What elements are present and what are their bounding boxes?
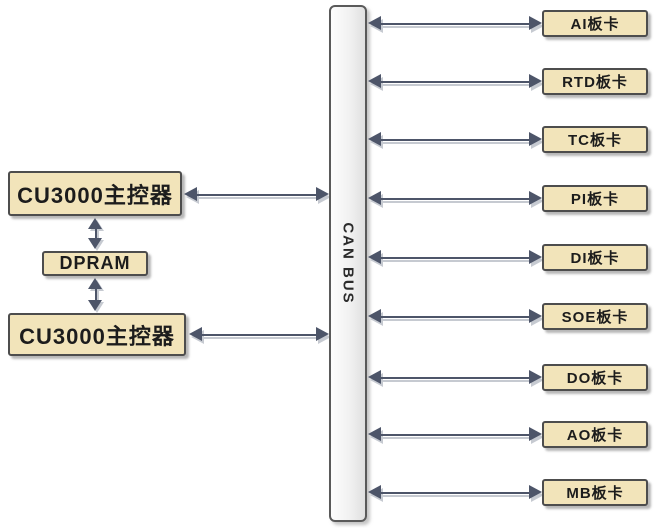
arrow-left-icon [368,191,381,205]
controller-box-bottom: CU3000主控器 [8,313,186,356]
card-label: AI板卡 [570,16,620,33]
card-box-mb: MB板卡 [542,479,648,506]
card-label: SOE板卡 [561,309,629,326]
arrow-right-icon [529,250,542,264]
card-box-pi: PI板卡 [542,185,648,212]
arrow-right-icon [529,16,542,30]
arrow-controller-bottom-bus [189,327,329,342]
controller-top-label: CU3000主控器 [17,182,173,208]
card-label: DI板卡 [570,250,620,267]
arrow-left-icon [368,427,381,441]
arrow-bus-card-tc [368,132,542,147]
arrow-down-icon [88,238,102,249]
arrow-left-icon [189,327,202,341]
arrow-controller-top-bus [184,187,329,202]
arrow-bus-card-do [368,370,542,385]
arrow-right-icon [529,485,542,499]
arrow-bus-card-di [368,250,542,265]
arrow-left-icon [368,74,381,88]
card-label: MB板卡 [566,485,624,502]
arrow-left-icon [368,16,381,30]
arrow-left-icon [368,485,381,499]
arrow-right-icon [529,309,542,323]
arrow-right-icon [529,427,542,441]
arrow-bus-card-rtd [368,74,542,89]
arrow-left-icon [184,187,197,201]
arrow-bus-card-ai [368,16,542,31]
arrow-right-icon [316,327,329,341]
arrow-up-icon [88,278,102,289]
card-label: AO板卡 [566,427,624,444]
arrow-right-icon [529,132,542,146]
arrow-left-icon [368,309,381,323]
arrow-down-icon [88,300,102,311]
arrow-dpram-controller-bottom [88,278,103,311]
card-label: TC板卡 [568,132,622,149]
controller-bottom-label: CU3000主控器 [19,323,175,349]
arrow-left-icon [368,132,381,146]
card-box-do: DO板卡 [542,364,648,391]
dpram-label: DPRAM [59,253,131,273]
card-box-rtd: RTD板卡 [542,68,648,95]
can-bus-label: CAN BUS [339,222,357,305]
arrow-bus-card-soe [368,309,542,324]
arrow-right-icon [529,191,542,205]
arrow-bus-card-ao [368,427,542,442]
arrow-bus-card-pi [368,191,542,206]
dpram-box: DPRAM [42,251,148,276]
card-box-soe: SOE板卡 [542,303,648,330]
card-label: RTD板卡 [562,74,628,91]
card-label: PI板卡 [570,191,620,208]
card-label: DO板卡 [566,370,624,387]
arrow-controller-top-dpram [88,218,103,249]
arrow-right-icon [316,187,329,201]
card-box-tc: TC板卡 [542,126,648,153]
card-box-ai: AI板卡 [542,10,648,37]
arrow-bus-card-mb [368,485,542,500]
card-box-di: DI板卡 [542,244,648,271]
arrow-left-icon [368,250,381,264]
arrow-right-icon [529,74,542,88]
arrow-left-icon [368,370,381,384]
arrow-up-icon [88,218,102,229]
can-bus-bar: CAN BUS [329,5,367,522]
card-box-ao: AO板卡 [542,421,648,448]
controller-box-top: CU3000主控器 [8,171,182,216]
arrow-right-icon [529,370,542,384]
